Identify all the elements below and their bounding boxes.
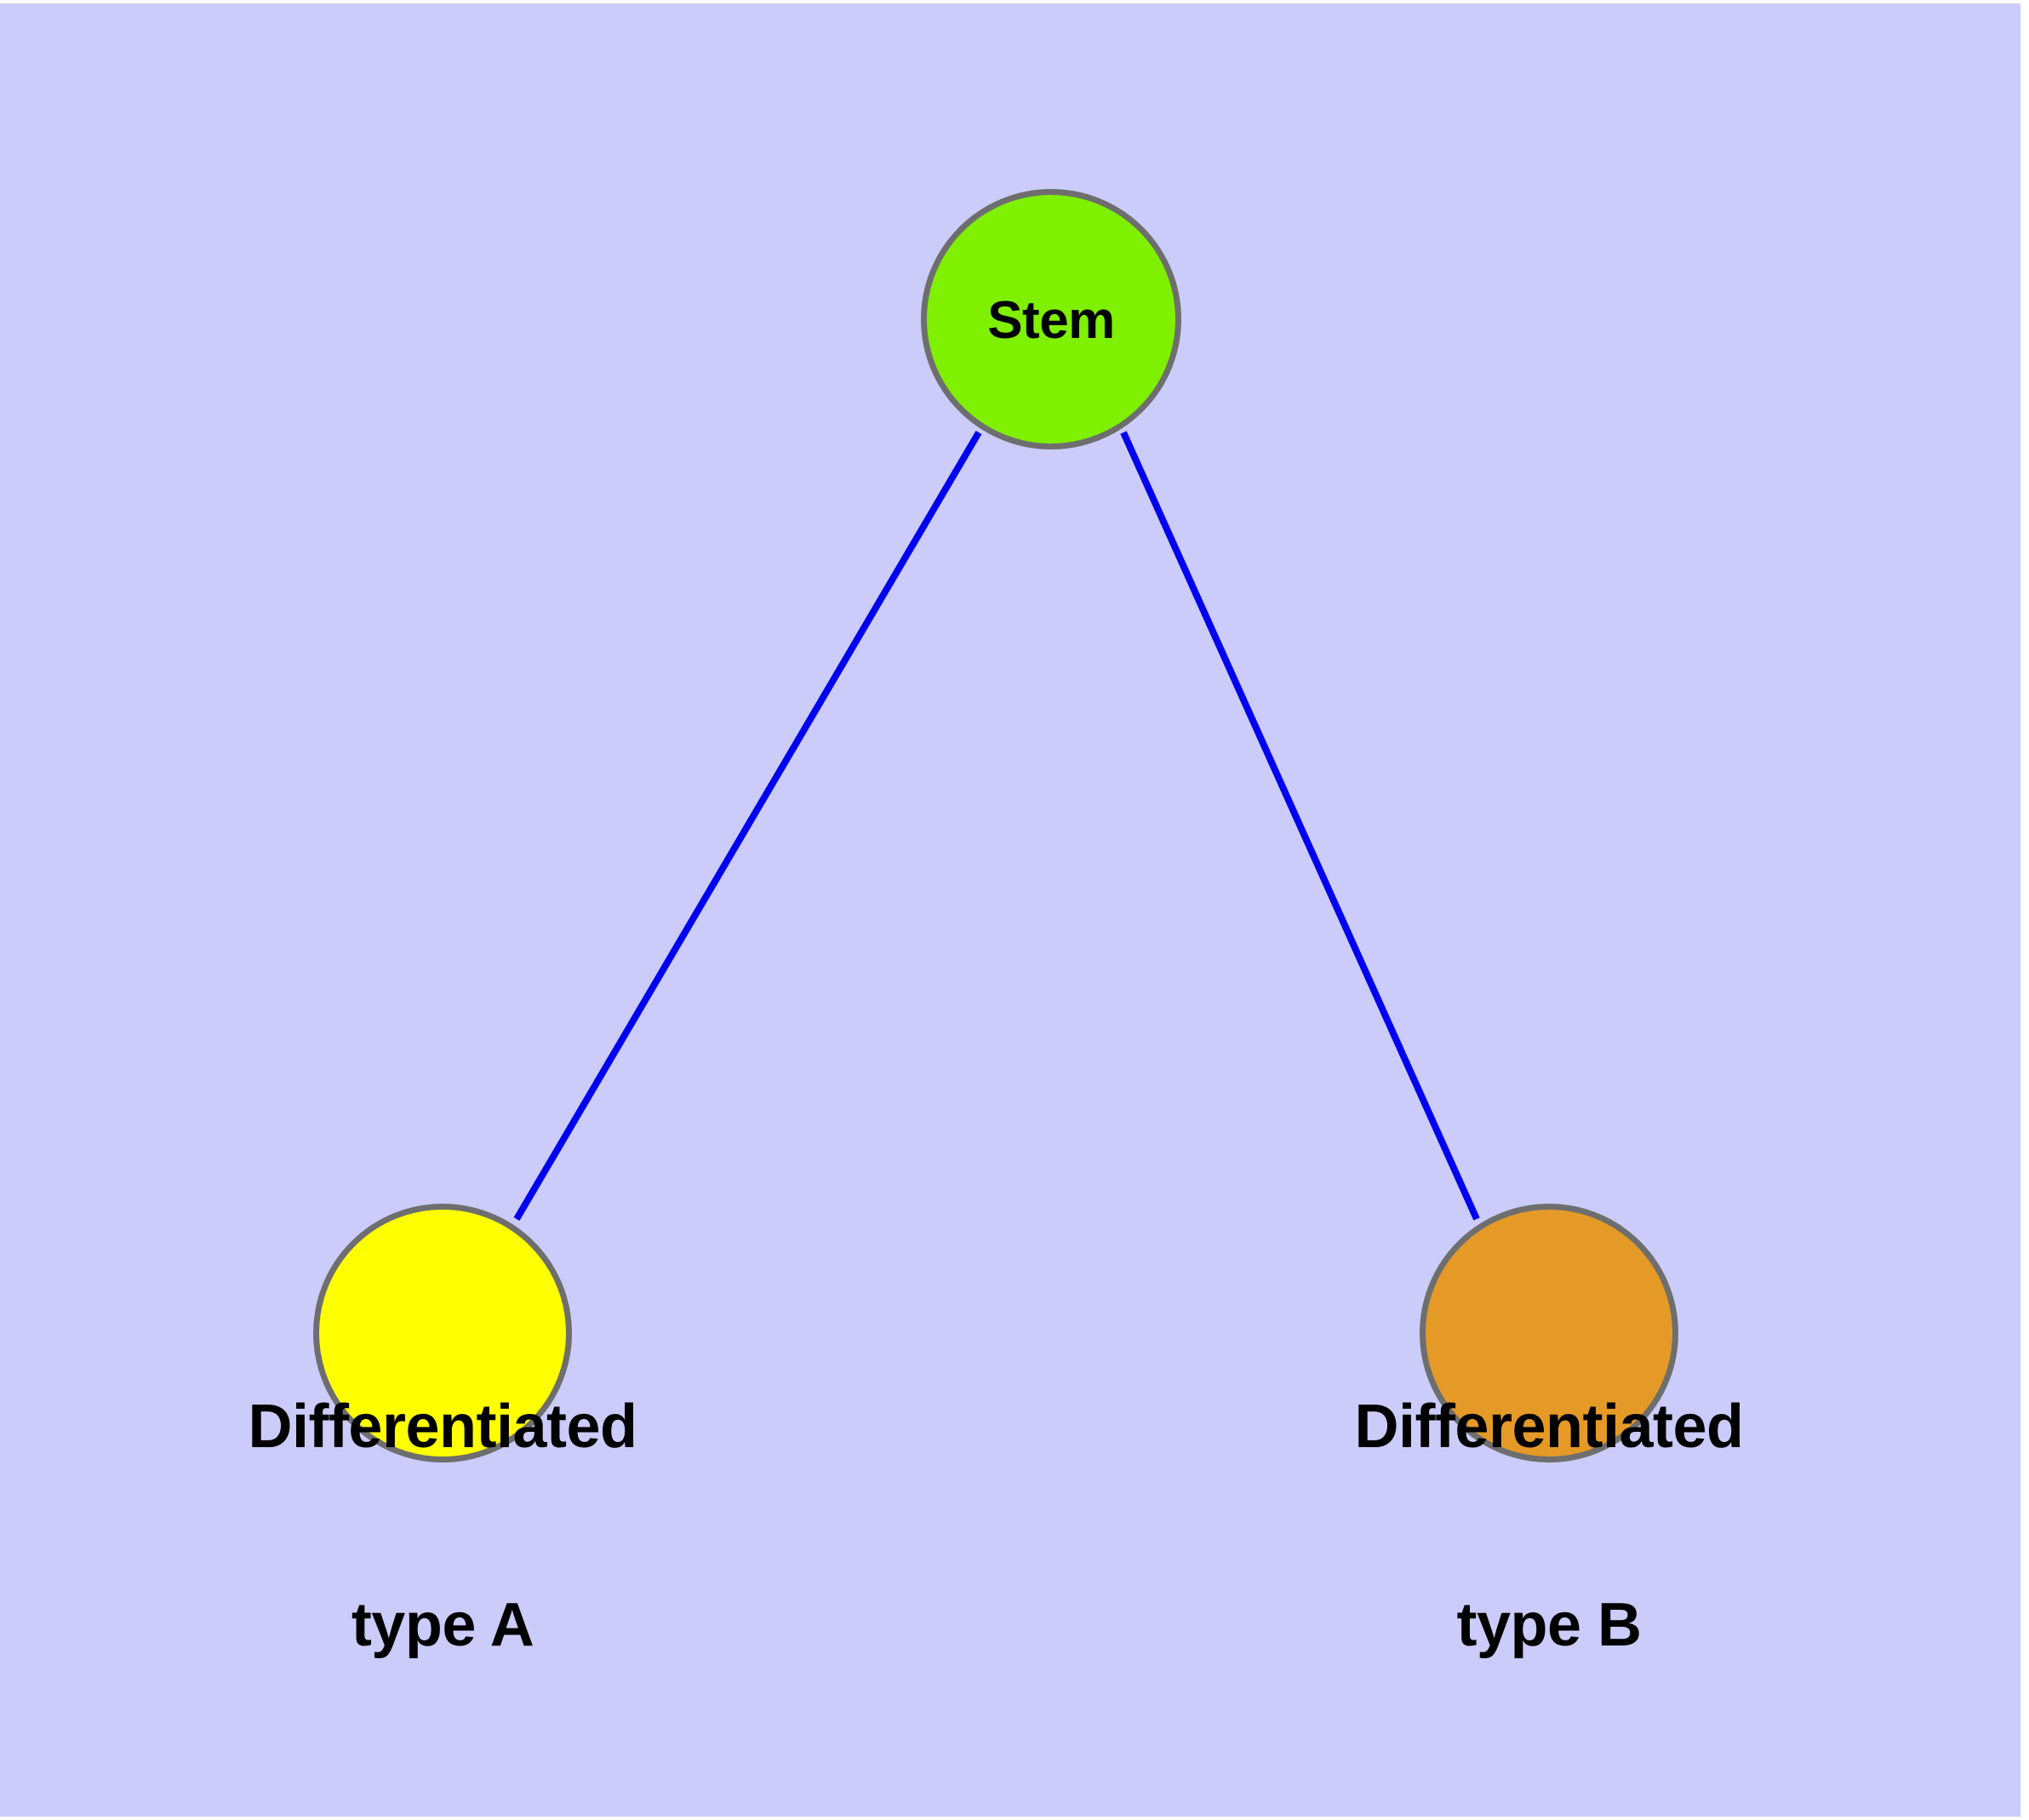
edge-stem-to-differentiated-type-b — [1120, 431, 1480, 1221]
edge-stem-to-differentiated-type-a — [513, 430, 982, 1222]
node-label-line-2: type A — [351, 1590, 534, 1659]
node-differentiated-type-a[interactable] — [313, 1204, 572, 1462]
edge-layer — [513, 430, 1480, 1222]
node-label-line-2: type B — [1456, 1590, 1642, 1659]
node-stem[interactable] — [921, 189, 1181, 449]
node-label-line-1: Differentiated — [248, 1392, 637, 1461]
node-label-differentiated-type-b: Differentiated type B — [1209, 1262, 1889, 1791]
node-label-differentiated-type-a: Differentiated type A — [102, 1262, 783, 1791]
node-label-line-1: Differentiated — [1354, 1392, 1744, 1461]
node-label-stem: Stem — [987, 291, 1115, 350]
diagram-plot-area: Stem Differentiated type A Differentiate… — [0, 3, 2020, 1817]
node-differentiated-type-b[interactable] — [1420, 1204, 1678, 1462]
